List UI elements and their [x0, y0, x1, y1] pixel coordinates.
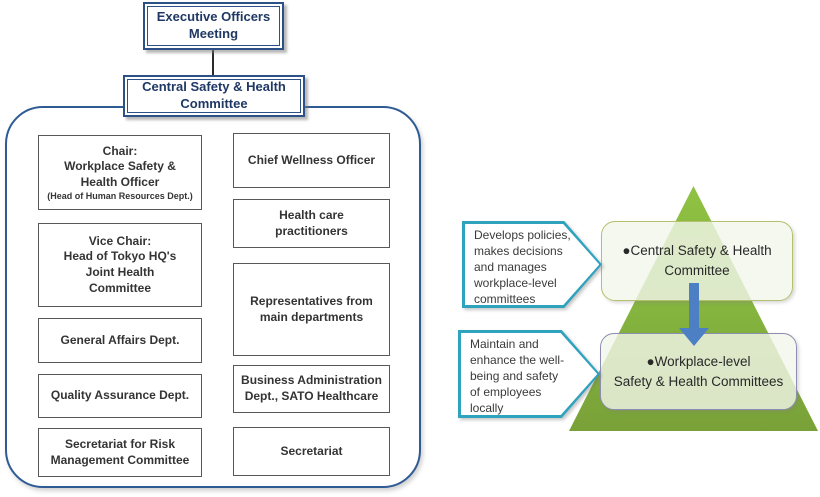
member-box-quality-assurance: Quality Assurance Dept.	[38, 374, 202, 418]
member-box-vice-chair: Vice Chair: Head of Tokyo HQ's Joint Hea…	[38, 223, 202, 307]
member-box-secretariat: Secretariat	[233, 427, 390, 476]
member-box-chair-label: Chair: Workplace Safety & Health Officer	[64, 143, 176, 189]
central-safety-health-committee-box-inner: Central Safety & Health Committee	[127, 79, 301, 113]
callout-develops-policies: Develops policies, makes decisions and m…	[462, 221, 602, 308]
member-box-business-administration-label: Business Administration Dept., SATO Heal…	[241, 373, 382, 403]
member-box-secretariat-label: Secretariat	[280, 443, 343, 458]
callout-maintain-enhance: Maintain and enhance the well- being and…	[458, 330, 600, 418]
callout-maintain-enhance-text: Maintain and enhance the well- being and…	[470, 337, 565, 415]
callout-develops-policies-text: Develops policies, makes decisions and m…	[474, 228, 571, 306]
down-arrow-icon	[679, 283, 709, 346]
member-box-general-affairs: General Affairs Dept.	[38, 318, 202, 363]
member-box-chief-wellness-officer-label: Chief Wellness Officer	[247, 152, 376, 167]
member-box-secretariat-risk-label: Secretariat for Risk Management Committe…	[50, 436, 190, 467]
member-box-health-care-practitioners: Health care practitioners	[233, 199, 390, 248]
connector-line	[212, 49, 214, 76]
member-box-business-administration: Business Administration Dept., SATO Heal…	[233, 365, 390, 413]
executive-officers-meeting-label: Executive Officers Meeting	[156, 9, 271, 41]
pyramid-level-workplace-committees-label: ●Workplace-level Safety & Health Committ…	[613, 353, 784, 389]
member-box-health-care-practitioners-label: Health care practitioners	[275, 207, 348, 238]
central-safety-health-committee-label: Central Safety & Health Committee	[142, 79, 286, 111]
member-box-representatives: Representatives from main departments	[233, 263, 390, 356]
member-box-secretariat-risk: Secretariat for Risk Management Committe…	[38, 428, 202, 477]
pyramid-level-central-committee-label: ●Central Safety & Health Committee	[622, 243, 772, 278]
member-box-quality-assurance-label: Quality Assurance Dept.	[50, 388, 190, 403]
executive-officers-meeting-box: Executive Officers Meeting	[143, 2, 284, 50]
executive-officers-meeting-box-inner: Executive Officers Meeting	[147, 6, 280, 46]
member-box-chair-sublabel: (Head of Human Resources Dept.)	[47, 191, 193, 202]
member-box-chair: Chair: Workplace Safety & Health Officer…	[38, 135, 202, 210]
member-box-representatives-label: Representatives from main departments	[250, 293, 373, 324]
central-safety-health-committee-box: Central Safety & Health Committee	[123, 75, 305, 117]
member-box-general-affairs-label: General Affairs Dept.	[60, 332, 180, 347]
member-box-chief-wellness-officer: Chief Wellness Officer	[233, 133, 390, 188]
member-box-vice-chair-label: Vice Chair: Head of Tokyo HQ's Joint Hea…	[63, 233, 177, 295]
